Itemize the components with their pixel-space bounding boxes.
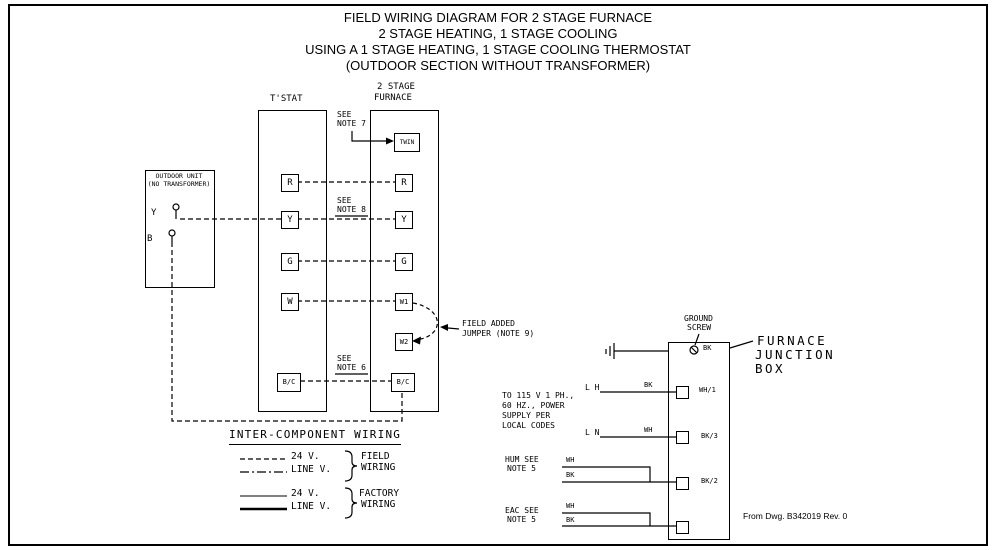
furnace-terminal-y: Y: [395, 211, 413, 229]
furnace-box: [370, 110, 439, 412]
jb-terminal-3: [676, 477, 689, 490]
jb-terminal-2-label: BK/3: [701, 432, 718, 440]
lh-label: L H: [585, 383, 600, 392]
legend-title: INTER-COMPONENT WIRING: [229, 428, 402, 445]
outdoor-terminal-y-label: Y: [151, 208, 157, 218]
power-supply-label-line1: TO 115 V 1 PH.,: [502, 391, 575, 400]
outdoor-unit-label-line1: OUTDOOR UNIT: [155, 172, 203, 180]
eac-label-line2: NOTE 5: [507, 515, 536, 524]
note6-label-line1: SEE: [337, 354, 352, 363]
jb-bk-top-label: BK: [703, 344, 712, 352]
note8-label-line1: SEE: [337, 196, 352, 205]
jb-terminal-1-label: WH/1: [699, 386, 716, 394]
junction-box-title-line2: JUNCTION: [755, 347, 836, 362]
eac-bk-label: BK: [566, 516, 575, 524]
furnace-label-line1: 2 STAGE: [377, 82, 415, 92]
hum-bk-label: BK: [566, 471, 575, 479]
lh-wire-color-label: BK: [644, 381, 653, 389]
tstat-terminal-w: W: [281, 293, 299, 311]
jb-terminal-3-label: BK/2: [701, 477, 718, 485]
hum-label-line2: NOTE 5: [507, 464, 536, 473]
power-supply-label-line4: LOCAL CODES: [502, 421, 555, 430]
furnace-terminal-bc: B/C: [391, 373, 415, 392]
ln-wire-color-label: WH: [644, 426, 653, 434]
furnace-label-line2: FURNACE: [374, 93, 412, 103]
note6-label-line2: NOTE 6: [337, 363, 366, 372]
title-line-1: FIELD WIRING DIAGRAM FOR 2 STAGE FURNACE: [343, 10, 653, 25]
ln-label: L N: [585, 428, 600, 437]
tstat-label: T'STAT: [270, 94, 303, 104]
legend-field-label-line2: WIRING: [361, 462, 396, 473]
title-line-3: USING A 1 STAGE HEATING, 1 STAGE COOLING…: [305, 42, 691, 57]
eac-label-line1: EAC SEE: [505, 506, 539, 515]
ground-screw-label-line1: GROUND: [684, 314, 713, 323]
tstat-terminal-r: R: [281, 174, 299, 192]
power-supply-label-line3: SUPPLY PER: [502, 411, 551, 420]
note7-label-line1: SEE: [337, 110, 352, 119]
legend-24v-factory-label: 24 V.: [291, 488, 320, 499]
hum-wh-label: WH: [566, 456, 575, 464]
hum-label-line1: HUM SEE: [505, 455, 539, 464]
legend-linev-field-label: LINE V.: [291, 464, 332, 475]
outdoor-terminal-b-label: B: [147, 234, 153, 244]
power-supply-label-line2: 60 HZ., POWER: [502, 401, 565, 410]
jb-terminal-1: [676, 386, 689, 399]
junction-box-title-line3: BOX: [755, 361, 786, 376]
ground-screw-label-line2: SCREW: [687, 323, 712, 332]
legend-factory-label-line2: WIRING: [361, 499, 396, 510]
furnace-terminal-twin: TWIN: [394, 133, 420, 152]
tstat-terminal-g: G: [281, 253, 299, 271]
legend-field-label-line1: FIELD: [361, 451, 390, 462]
outdoor-unit-label-line2: (NO TRANSFORMER): [147, 180, 211, 188]
furnace-terminal-g: G: [395, 253, 413, 271]
jumper-label-line1: FIELD ADDED: [462, 319, 515, 328]
furnace-terminal-w2: W2: [395, 333, 413, 351]
drawing-reference: From Dwg. B342019 Rev. 0: [743, 511, 848, 521]
junction-box: [668, 342, 730, 540]
note7-label-line2: NOTE 7: [337, 119, 366, 128]
junction-box-title-line1: FURNACE: [757, 333, 828, 348]
title-line-4: (OUTDOOR SECTION WITHOUT TRANSFORMER): [345, 58, 651, 73]
tstat-terminal-bc: B/C: [277, 373, 301, 392]
diagram-border-frame: [8, 4, 988, 546]
legend-24v-field-label: 24 V.: [291, 451, 320, 462]
jumper-label-line2: JUMPER (NOTE 9): [462, 329, 535, 338]
jb-terminal-4: [676, 521, 689, 534]
jb-terminal-2: [676, 431, 689, 444]
tstat-terminal-y: Y: [281, 211, 299, 229]
outdoor-unit-box: [145, 170, 215, 288]
legend-factory-label-line1: FACTORY: [359, 488, 400, 499]
furnace-terminal-w1: W1: [395, 293, 413, 311]
title-line-2: 2 STAGE HEATING, 1 STAGE COOLING: [378, 26, 618, 41]
tstat-box: [258, 110, 327, 412]
legend-linev-factory-label: LINE V.: [291, 501, 332, 512]
eac-wh-label: WH: [566, 502, 575, 510]
note8-label-line2: NOTE 8: [337, 205, 366, 214]
furnace-terminal-r: R: [395, 174, 413, 192]
